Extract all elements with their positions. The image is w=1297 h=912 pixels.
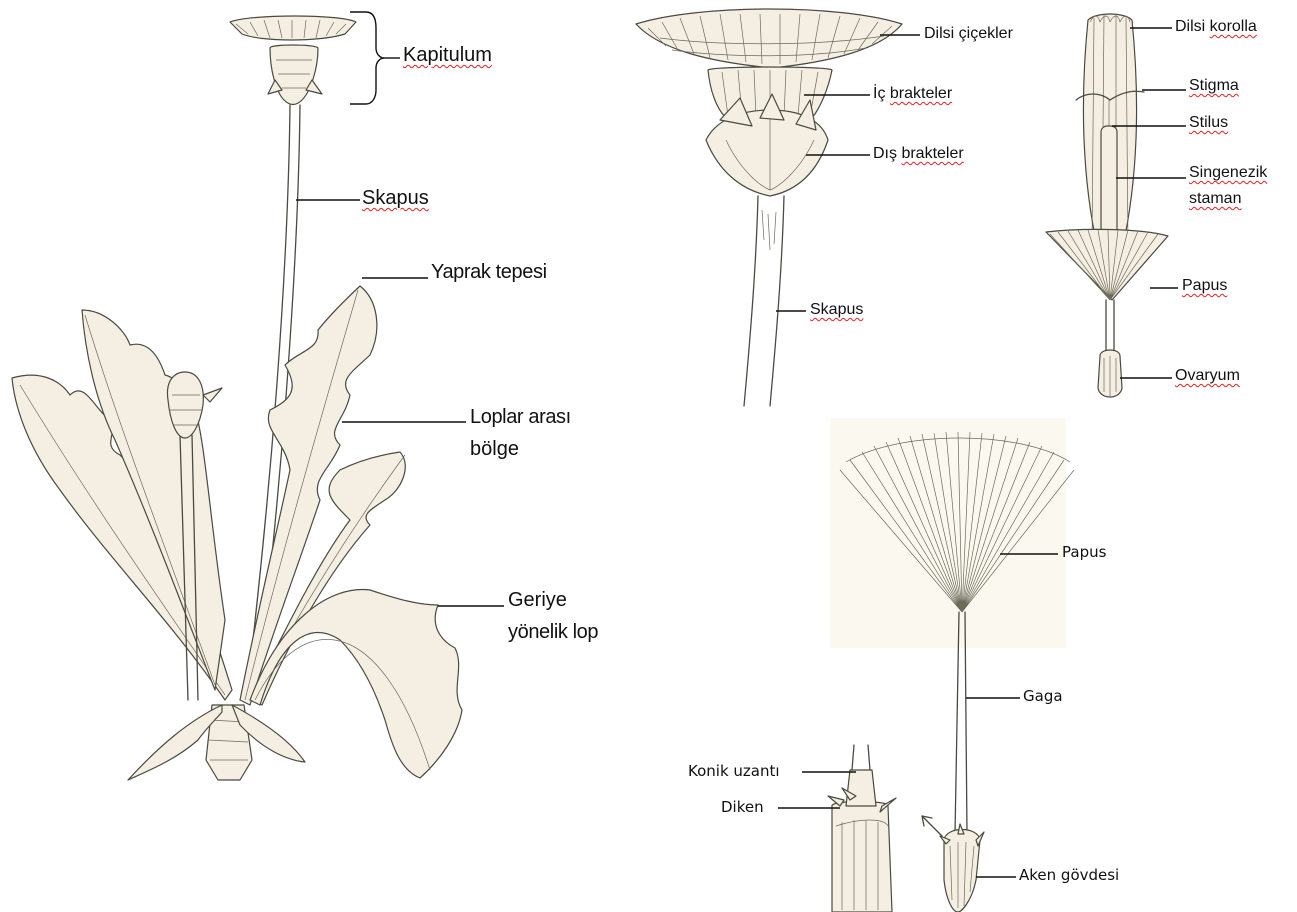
achene-detail-drawing (828, 418, 1074, 912)
label-singenezik: Singenezik (1189, 164, 1267, 182)
label-papus-floret: Papus (1182, 277, 1227, 295)
label-loplar-arasi-line2: bölge (470, 438, 519, 461)
label-ic-brakteler: İç brakteler (873, 85, 952, 103)
label-kapitulum: Kapitulum (403, 44, 492, 67)
label-stilus: Stilus (1189, 114, 1228, 132)
label-stigma: Stigma (1189, 77, 1239, 95)
label-papus-achene: Papus (1062, 543, 1106, 561)
label-diken: Diken (721, 798, 764, 816)
label-skapus: Skapus (362, 187, 429, 210)
label-dilsi-korolla: Dilsi korolla (1175, 18, 1257, 36)
kapitulum-bracket (350, 12, 384, 104)
label-dis-brakteler: Dış brakteler (873, 145, 964, 163)
label-dilsi-cicekler: Dilsi çiçekler (924, 25, 1013, 43)
dandelion-plant-drawing (12, 16, 462, 780)
label-geriye-line1: Geriye (508, 589, 567, 612)
label-ovaryum: Ovaryum (1175, 367, 1240, 385)
capitulum-detail-drawing (636, 9, 902, 406)
label-konik-uzanti: Konik uzantı (688, 762, 780, 780)
label-loplar-arasi-line1: Loplar arası (470, 406, 571, 429)
label-gaga: Gaga (1023, 687, 1063, 705)
floret-detail-drawing (1046, 14, 1168, 397)
label-staman: staman (1189, 190, 1241, 208)
label-geriye-line2: yönelik lop (508, 621, 598, 644)
label-yaprak-tepesi: Yaprak tepesi (431, 261, 547, 284)
label-aken-govdesi: Aken gövdesi (1019, 866, 1119, 884)
label-skapus-detail: Skapus (810, 301, 863, 319)
